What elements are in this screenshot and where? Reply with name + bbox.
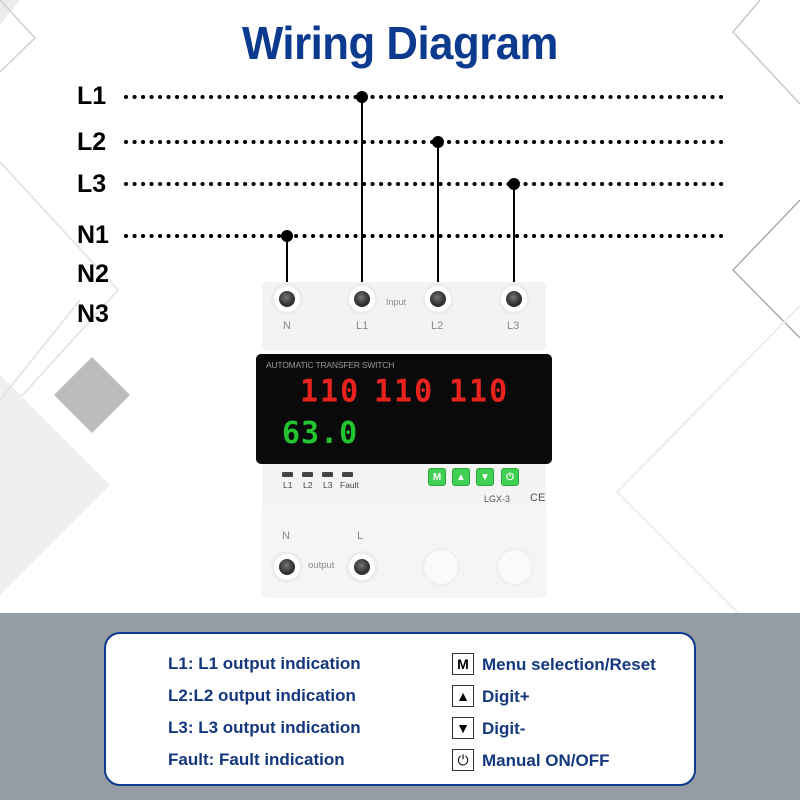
output-screw-n (274, 554, 300, 580)
power-icon: ⏻ (452, 749, 474, 771)
terminal-label: N (282, 530, 290, 542)
terminal-screw-l3 (501, 286, 527, 312)
blank-knob (498, 550, 532, 584)
input-label: Input (386, 297, 407, 307)
legend-l1: L1: L1 output indication (168, 654, 361, 673)
led-label: L3 (323, 480, 333, 490)
led-l2 (302, 472, 313, 477)
led-l3 (322, 472, 333, 477)
legend-box: L1: L1 output indication L2:L2 output in… (104, 632, 696, 786)
terminal-screw-l1 (349, 286, 375, 312)
bus-label-n1: N1 (77, 221, 109, 249)
legend-l3: L3: L3 output indication (168, 718, 361, 737)
blank-knob (424, 550, 458, 584)
lcd-display: AUTOMATIC TRANSFER SWITCH 110 110 110 63… (256, 354, 552, 464)
led-fault (342, 472, 353, 477)
wiring-lines (124, 91, 730, 288)
input-terminal-block: N L1 L2 L3 Input (262, 282, 546, 350)
legend-digit-minus: Digit- (482, 719, 526, 738)
menu-key-icon: M (452, 653, 474, 675)
display-header: AUTOMATIC TRANSFER SWITCH (266, 360, 395, 370)
page-title: Wiring Diagram (242, 17, 558, 69)
legend-digit-plus: Digit+ (482, 687, 530, 706)
bus-label-n2: N2 (77, 260, 109, 288)
transfer-switch-device: N L1 L2 L3 Input AUTOMATIC TRANSFER SWIT… (256, 282, 552, 602)
output-label: output (308, 560, 335, 571)
up-triangle-icon: ▲ (452, 685, 474, 707)
control-panel: L1 L2 L3 Fault M ▲ ▼ ⏻ LGX-3 CE (262, 464, 546, 510)
terminal-label: L (357, 530, 364, 542)
down-button[interactable]: ▼ (476, 468, 494, 486)
up-button[interactable]: ▲ (452, 468, 470, 486)
bus-label-l2: L2 (77, 128, 107, 156)
down-triangle-icon: ▼ (452, 717, 474, 739)
terminal-screw-n (274, 286, 300, 312)
led-l1 (282, 472, 293, 477)
terminal-label: L2 (431, 320, 444, 332)
legend-menu: Menu selection/Reset (482, 655, 656, 674)
terminal-label: N (283, 320, 291, 332)
output-terminal-block: N L output (262, 510, 546, 598)
voltage-reading-1: 110 (300, 373, 361, 410)
led-label: L1 (283, 480, 293, 490)
terminal-label: L3 (507, 320, 520, 332)
led-label: Fault (340, 480, 359, 490)
background-decoration (0, 0, 800, 615)
bus-label-n3: N3 (77, 300, 109, 328)
bus-label-l3: L3 (77, 170, 107, 198)
voltage-reading-2: 110 (374, 373, 435, 410)
output-screw-l (349, 554, 375, 580)
power-button[interactable]: ⏻ (501, 468, 519, 486)
ce-mark: CE (530, 492, 546, 504)
model-number: LGX-3 (484, 494, 511, 504)
terminal-screw-l2 (425, 286, 451, 312)
voltage-reading-3: 110 (449, 373, 510, 410)
menu-button[interactable]: M (428, 468, 446, 486)
bus-label-l1: L1 (77, 82, 107, 110)
led-label: L2 (303, 480, 313, 490)
legend-fault: Fault: Fault indication (168, 750, 345, 769)
current-reading: 63.0 (282, 416, 359, 451)
legend-manual: Manual ON/OFF (482, 751, 610, 770)
terminal-label: L1 (356, 320, 369, 332)
legend-l2: L2:L2 output indication (168, 686, 356, 705)
